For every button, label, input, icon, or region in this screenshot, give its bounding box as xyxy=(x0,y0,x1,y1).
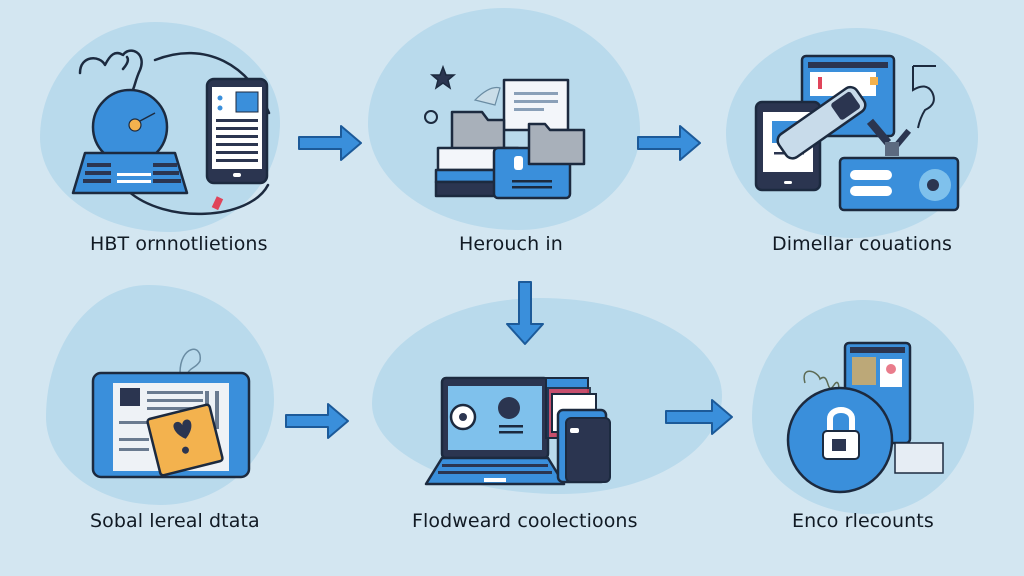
arrow-n2-to-n5 xyxy=(506,281,544,345)
node-2-label: Herouch in xyxy=(459,233,563,255)
card-chip xyxy=(894,442,944,474)
tablet-sticky-note-icon xyxy=(91,348,251,479)
node-5-label: Flodweard coolectioons xyxy=(412,510,638,532)
small-ring xyxy=(424,110,438,124)
arrow-n2-to-n3 xyxy=(637,125,701,161)
devices-usb-drive-icon xyxy=(754,54,960,212)
arrow-n5-to-n6 xyxy=(665,399,733,435)
padlock-shackle xyxy=(827,407,855,431)
vr-headset-phone-sync-icon xyxy=(71,49,271,215)
dome-figure xyxy=(128,118,142,132)
sticky-note xyxy=(146,403,224,477)
cable-squiggle xyxy=(78,49,143,97)
tripod-stand xyxy=(866,118,912,156)
node-4-label: Sobal lereal dtata xyxy=(90,510,260,532)
photo-thumb-1 xyxy=(852,357,876,385)
stacked-card-5 xyxy=(565,417,611,483)
padlock-phone-icon xyxy=(786,341,944,494)
usb-drive xyxy=(776,85,867,160)
arrow-n1-to-n2 xyxy=(298,125,362,161)
hook-string xyxy=(179,348,201,381)
folders-documents-icon xyxy=(424,64,586,200)
scribble-tag xyxy=(473,86,501,106)
sync-loop-arc-bottom xyxy=(125,183,270,215)
arrow-n4-to-n5 xyxy=(285,403,349,439)
star-icon xyxy=(429,64,457,90)
cable-tag xyxy=(211,196,224,211)
laptop-cards-icon xyxy=(424,376,611,486)
node-3-label: Dimellar couations xyxy=(772,233,953,255)
document-sheet xyxy=(502,78,570,132)
grey-folder-right xyxy=(527,122,586,166)
number-5-squiggle xyxy=(912,65,936,129)
node-1-label: HBT ornnotlietions xyxy=(90,233,268,255)
node-6-label: Enco rlecounts xyxy=(792,510,934,532)
